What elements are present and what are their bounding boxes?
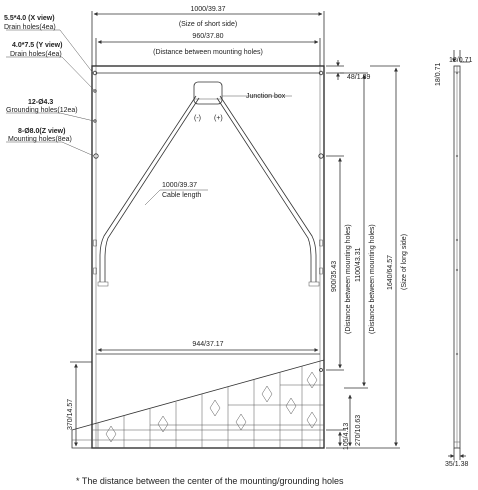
mounting-holes-caption: Mounting holes(8ea): [8, 136, 72, 143]
grounding-caption: Grounding holes(12ea): [6, 107, 78, 114]
dim-mount-distance: [95, 38, 321, 66]
top-offset-dim: 48/1.89: [347, 74, 370, 81]
mount-900-dim: 900/35.43: [331, 261, 338, 292]
dim-270-label: 270/10.63: [355, 415, 362, 446]
drain-x-dim: 5.5*4.0 (X view): [4, 15, 55, 22]
drain-x-caption: Drain holes(4ea): [4, 24, 56, 31]
mount-1100-dim: 1100/43.31: [355, 247, 362, 282]
side-35-label: 35/1.38: [445, 461, 468, 468]
frame-holes-right: [318, 70, 324, 372]
cell-cutaway: [71, 359, 325, 449]
short-side-dim: 1000/39.37: [190, 6, 225, 13]
dim-top-offset: [326, 60, 344, 80]
cable-length-dim: 1000/39.37: [162, 182, 197, 189]
mounting-holes-dim: 8-Ø8.0(Z view): [18, 128, 65, 135]
dim-105: [326, 429, 346, 447]
side-18-label-b: 18/0.71: [449, 57, 472, 64]
drain-y-caption: Drain holes(4ea): [10, 51, 62, 58]
junction-box: [193, 81, 223, 105]
module-frame: [91, 65, 325, 449]
dim-370: [70, 361, 92, 447]
plus-terminal-label: (+): [214, 115, 223, 122]
dim-long-side: [326, 65, 400, 449]
junction-box-label: Junction box: [246, 93, 286, 100]
dim-1100: [340, 72, 368, 389]
long-side-caption: (Size of long side): [401, 234, 408, 290]
grounding-dim: 12-Ø4.3: [28, 99, 53, 106]
minus-terminal-label: (-): [194, 115, 201, 122]
cables: [97, 95, 320, 287]
leader-lines: [6, 29, 292, 206]
side-18-label-a: 18/0.71: [435, 63, 442, 86]
dim-900: [326, 155, 344, 371]
short-side-caption: (Size of short side): [179, 21, 237, 28]
mount-distance-dim: 960/37.80: [192, 33, 223, 40]
cable-length-caption: Cable length: [162, 192, 201, 199]
frame-holes-left: [92, 70, 99, 275]
footnote: * The distance between the center of the…: [76, 476, 344, 486]
drain-y-dim: 4.0*7.5 (Y view): [12, 42, 62, 49]
mount-1100-caption: (Distance between mounting holes): [369, 224, 376, 334]
dim-short-side: [91, 11, 325, 66]
dim-105-label: 105/4.13: [343, 423, 350, 450]
bottom-width-dim: 944/37.17: [192, 341, 223, 348]
side-view: [448, 50, 470, 460]
mount-distance-caption: (Distance between mounting holes): [153, 49, 263, 56]
mount-900-caption: (Distance between mounting holes): [345, 224, 352, 334]
dim-370-label: 370/14.57: [67, 399, 74, 430]
long-side-dim: 1640/64.57: [387, 255, 394, 290]
